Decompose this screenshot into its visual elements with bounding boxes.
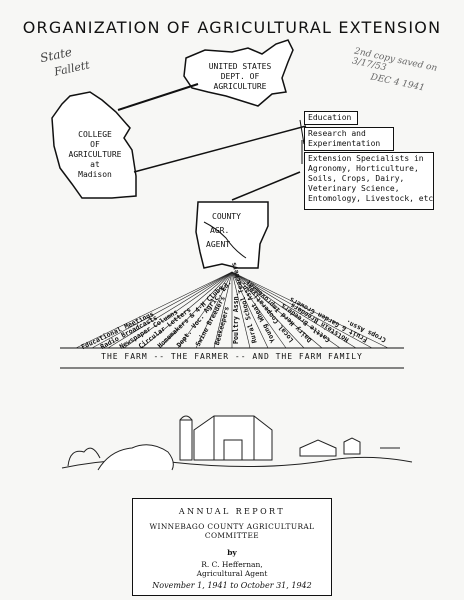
usa-map-outline [183, 39, 294, 107]
report-author: R. C. Heffernan, [201, 560, 263, 569]
college-line4: at [90, 160, 100, 169]
farm-scene-illustration [61, 415, 413, 471]
report-committee: WINNEBAGO COUNTY AGRICULTURAL COMMITTEE [149, 522, 315, 540]
research-line1: Research and [308, 129, 366, 138]
report-author-title: Agricultural Agent [196, 569, 268, 578]
college-label: COLLEGE OF AGRICULTURE at Madison [64, 130, 126, 180]
college-line3: AGRICULTURE [68, 150, 122, 159]
usda-line1: UNITED STATES [208, 62, 272, 71]
specialists-line-2: Agronomy, Horticulture, [308, 164, 419, 173]
specialists-line-3: Soils, Crops, Dairy, [308, 174, 405, 183]
specialists-line-4: Veterinary Science, [308, 184, 400, 193]
county-map-outline [195, 201, 269, 269]
annual-report-box: ANNUAL REPORT WINNEBAGO COUNTY AGRICULTU… [132, 498, 332, 596]
county-line1: COUNTY [212, 212, 241, 221]
education-box: Education [304, 111, 358, 125]
county-line3: AGENT [206, 240, 231, 249]
usda-label: UNITED STATES DEPT. OF AGRICULTURE [200, 62, 280, 92]
ray-lines [75, 271, 389, 349]
county-line2: AGR. [210, 226, 230, 235]
farm-family-caption: THE FARM -- THE FARMER -- AND THE FARM F… [101, 352, 363, 361]
college-line2: OF [90, 140, 100, 149]
usda-line2: DEPT. OF [220, 72, 260, 81]
report-heading: ANNUAL REPORT [178, 507, 286, 516]
college-line1: COLLEGE [78, 130, 112, 139]
report-period: November 1, 1941 to October 31, 1942 [152, 581, 312, 590]
college-line5: Madison [78, 170, 112, 179]
extension-specialists-box: Extension Specialists in Agronomy, Horti… [304, 152, 434, 210]
usda-line3: AGRICULTURE [213, 82, 267, 91]
specialists-line-1: Extension Specialists in [308, 154, 424, 163]
county-agent-label: COUNTY AGR. AGENT [204, 212, 250, 250]
specialists-line-5: Entomology, Livestock, etc. [308, 194, 434, 203]
wisconsin-map-outline [51, 91, 137, 199]
report-by: by [227, 548, 237, 557]
research-line2: Experimentation [308, 139, 381, 148]
page-title: ORGANIZATION OF AGRICULTURAL EXTENSION [22, 18, 442, 37]
research-box: Research and Experimentation [304, 127, 394, 151]
